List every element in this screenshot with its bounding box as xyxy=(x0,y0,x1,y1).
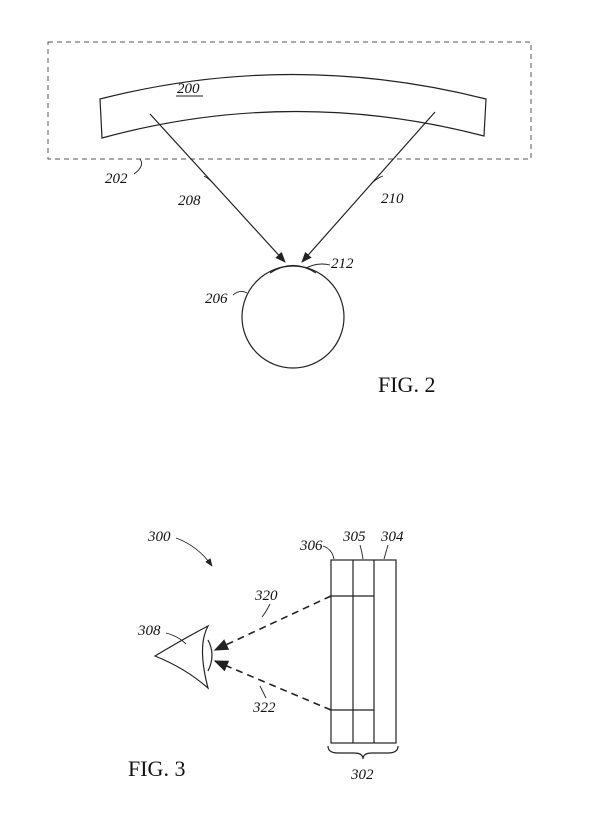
leader-210 xyxy=(370,175,384,185)
label-322: 322 xyxy=(252,700,276,716)
leader-308 xyxy=(165,632,187,645)
figure-2-caption: FIG. 2 xyxy=(378,372,435,397)
label-206: 206 xyxy=(205,291,228,307)
ray-320 xyxy=(213,595,332,651)
leader-212 xyxy=(305,263,331,269)
leader-320 xyxy=(261,603,271,618)
label-302: 302 xyxy=(350,767,374,783)
label-200: 200 xyxy=(177,81,200,97)
label-308: 308 xyxy=(137,623,161,639)
figure-3-caption: FIG. 3 xyxy=(128,756,185,781)
layer-stack-outline xyxy=(330,559,397,744)
viewer-eye-lens xyxy=(207,639,213,672)
label-300: 300 xyxy=(147,529,171,545)
label-210: 210 xyxy=(381,191,404,207)
label-320: 320 xyxy=(254,588,278,604)
leader-206 xyxy=(232,290,248,296)
viewer-eye xyxy=(153,624,210,690)
stack-brace xyxy=(327,745,399,760)
label-305: 305 xyxy=(342,529,366,545)
label-202: 202 xyxy=(105,171,128,187)
label-212: 212 xyxy=(331,256,354,272)
figure-2: 200 202 208 210 212 206 FIG. 2 xyxy=(47,41,532,397)
leader-305 xyxy=(359,544,364,560)
figure-3: 300 306 305 304 308 320 322 302 FIG. 3 xyxy=(128,529,404,783)
leader-322 xyxy=(259,685,267,699)
curved-display-screen xyxy=(99,73,487,139)
eyeball xyxy=(241,265,345,369)
leader-304 xyxy=(383,544,389,560)
leader-208 xyxy=(203,175,214,184)
ray-210 xyxy=(301,111,436,263)
label-208: 208 xyxy=(178,193,201,209)
leader-300 xyxy=(175,537,213,567)
leader-202 xyxy=(133,158,142,175)
eye-lens xyxy=(269,264,317,274)
leader-306 xyxy=(322,545,335,560)
housing-outline xyxy=(47,41,532,160)
ray-208 xyxy=(149,113,286,263)
label-304: 304 xyxy=(380,529,404,545)
label-306: 306 xyxy=(299,538,323,554)
ray-322 xyxy=(213,660,332,711)
